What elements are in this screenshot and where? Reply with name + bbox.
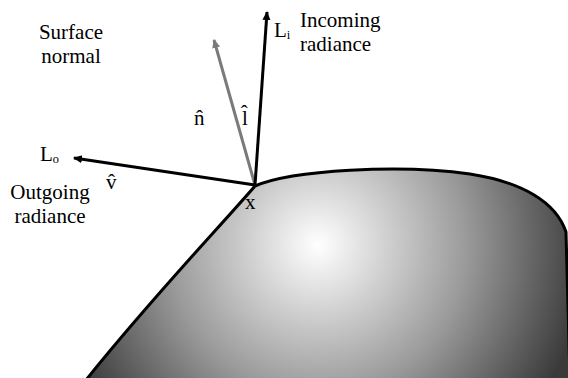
view-arrow [74,158,255,185]
outgoing-symbol: Lₒ [40,142,59,166]
normal-symbol: n̂ [194,106,205,130]
point-label: x [245,190,256,214]
incoming-symbol: Lᵢ [274,18,290,42]
normal-arrow [214,40,255,185]
surface-shape [86,169,568,378]
light-arrow [255,12,267,185]
outgoing-label: Outgoing radiance [2,180,98,228]
light-symbol: l̂ [242,106,248,130]
incoming-label: Incoming radiance [300,8,396,56]
surface-normal-label: Surface normal [30,20,112,68]
view-symbol: v̂ [106,170,117,194]
